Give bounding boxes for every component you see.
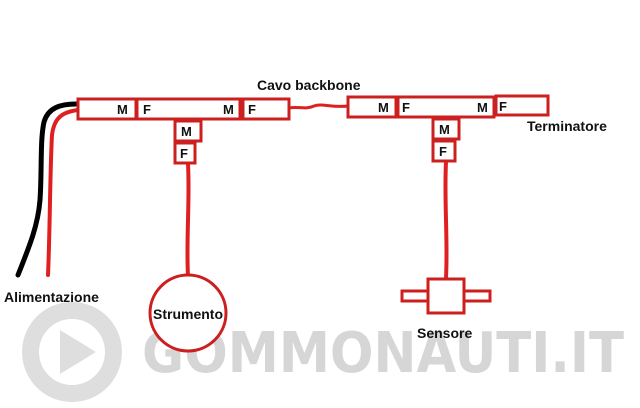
tee1-f-box	[173, 141, 197, 165]
power-label: Alimentazione	[4, 289, 99, 305]
connector-f4-label: F	[499, 99, 507, 114]
connector-f3-label: F	[402, 100, 410, 115]
tee2-m-label: M	[439, 122, 450, 137]
instrument-label: Strumento	[153, 306, 223, 322]
sensor-cable	[443, 161, 449, 279]
connector-m2-label: M	[223, 102, 234, 117]
power-cable-red	[46, 108, 80, 277]
tee2-box	[396, 95, 496, 119]
connector-f2-label: F	[248, 102, 256, 117]
watermark: GOMMONAUTI.IT	[22, 302, 624, 402]
connector-f1-label: F	[143, 102, 151, 117]
connector-m3-label: M	[378, 100, 389, 115]
tee1-box	[135, 97, 242, 121]
left-connector-group: M F M F	[76, 97, 291, 121]
connector-m1-label: M	[117, 102, 128, 117]
connector-m3-box	[346, 95, 398, 119]
terminator-label: Terminatore	[527, 118, 607, 134]
connector-m4-label: M	[477, 100, 488, 115]
terminator-box	[494, 94, 550, 117]
tee2-f-box	[431, 139, 457, 163]
tee2-f-label: F	[439, 144, 447, 159]
power-cable-black	[15, 101, 79, 278]
tee1-f-label: F	[180, 146, 188, 161]
tee2-m-box	[431, 117, 461, 141]
tee1-drop: M F Strumento	[148, 119, 228, 353]
tee1-m-label: M	[181, 124, 192, 139]
backbone-label: Cavo backbone	[257, 77, 361, 93]
right-connector-group: M F M F	[346, 94, 550, 119]
sensor-label: Sensore	[417, 325, 472, 341]
gommonauti-logo-icon	[22, 302, 122, 402]
connector-f2-box	[241, 97, 291, 121]
instrument-circle	[148, 273, 228, 353]
sensor-body	[426, 277, 466, 315]
backbone-cable	[288, 103, 349, 110]
tee2-drop: M F Sensore	[400, 117, 492, 341]
instrument-cable	[185, 163, 191, 277]
tee1-m-box	[173, 119, 203, 143]
